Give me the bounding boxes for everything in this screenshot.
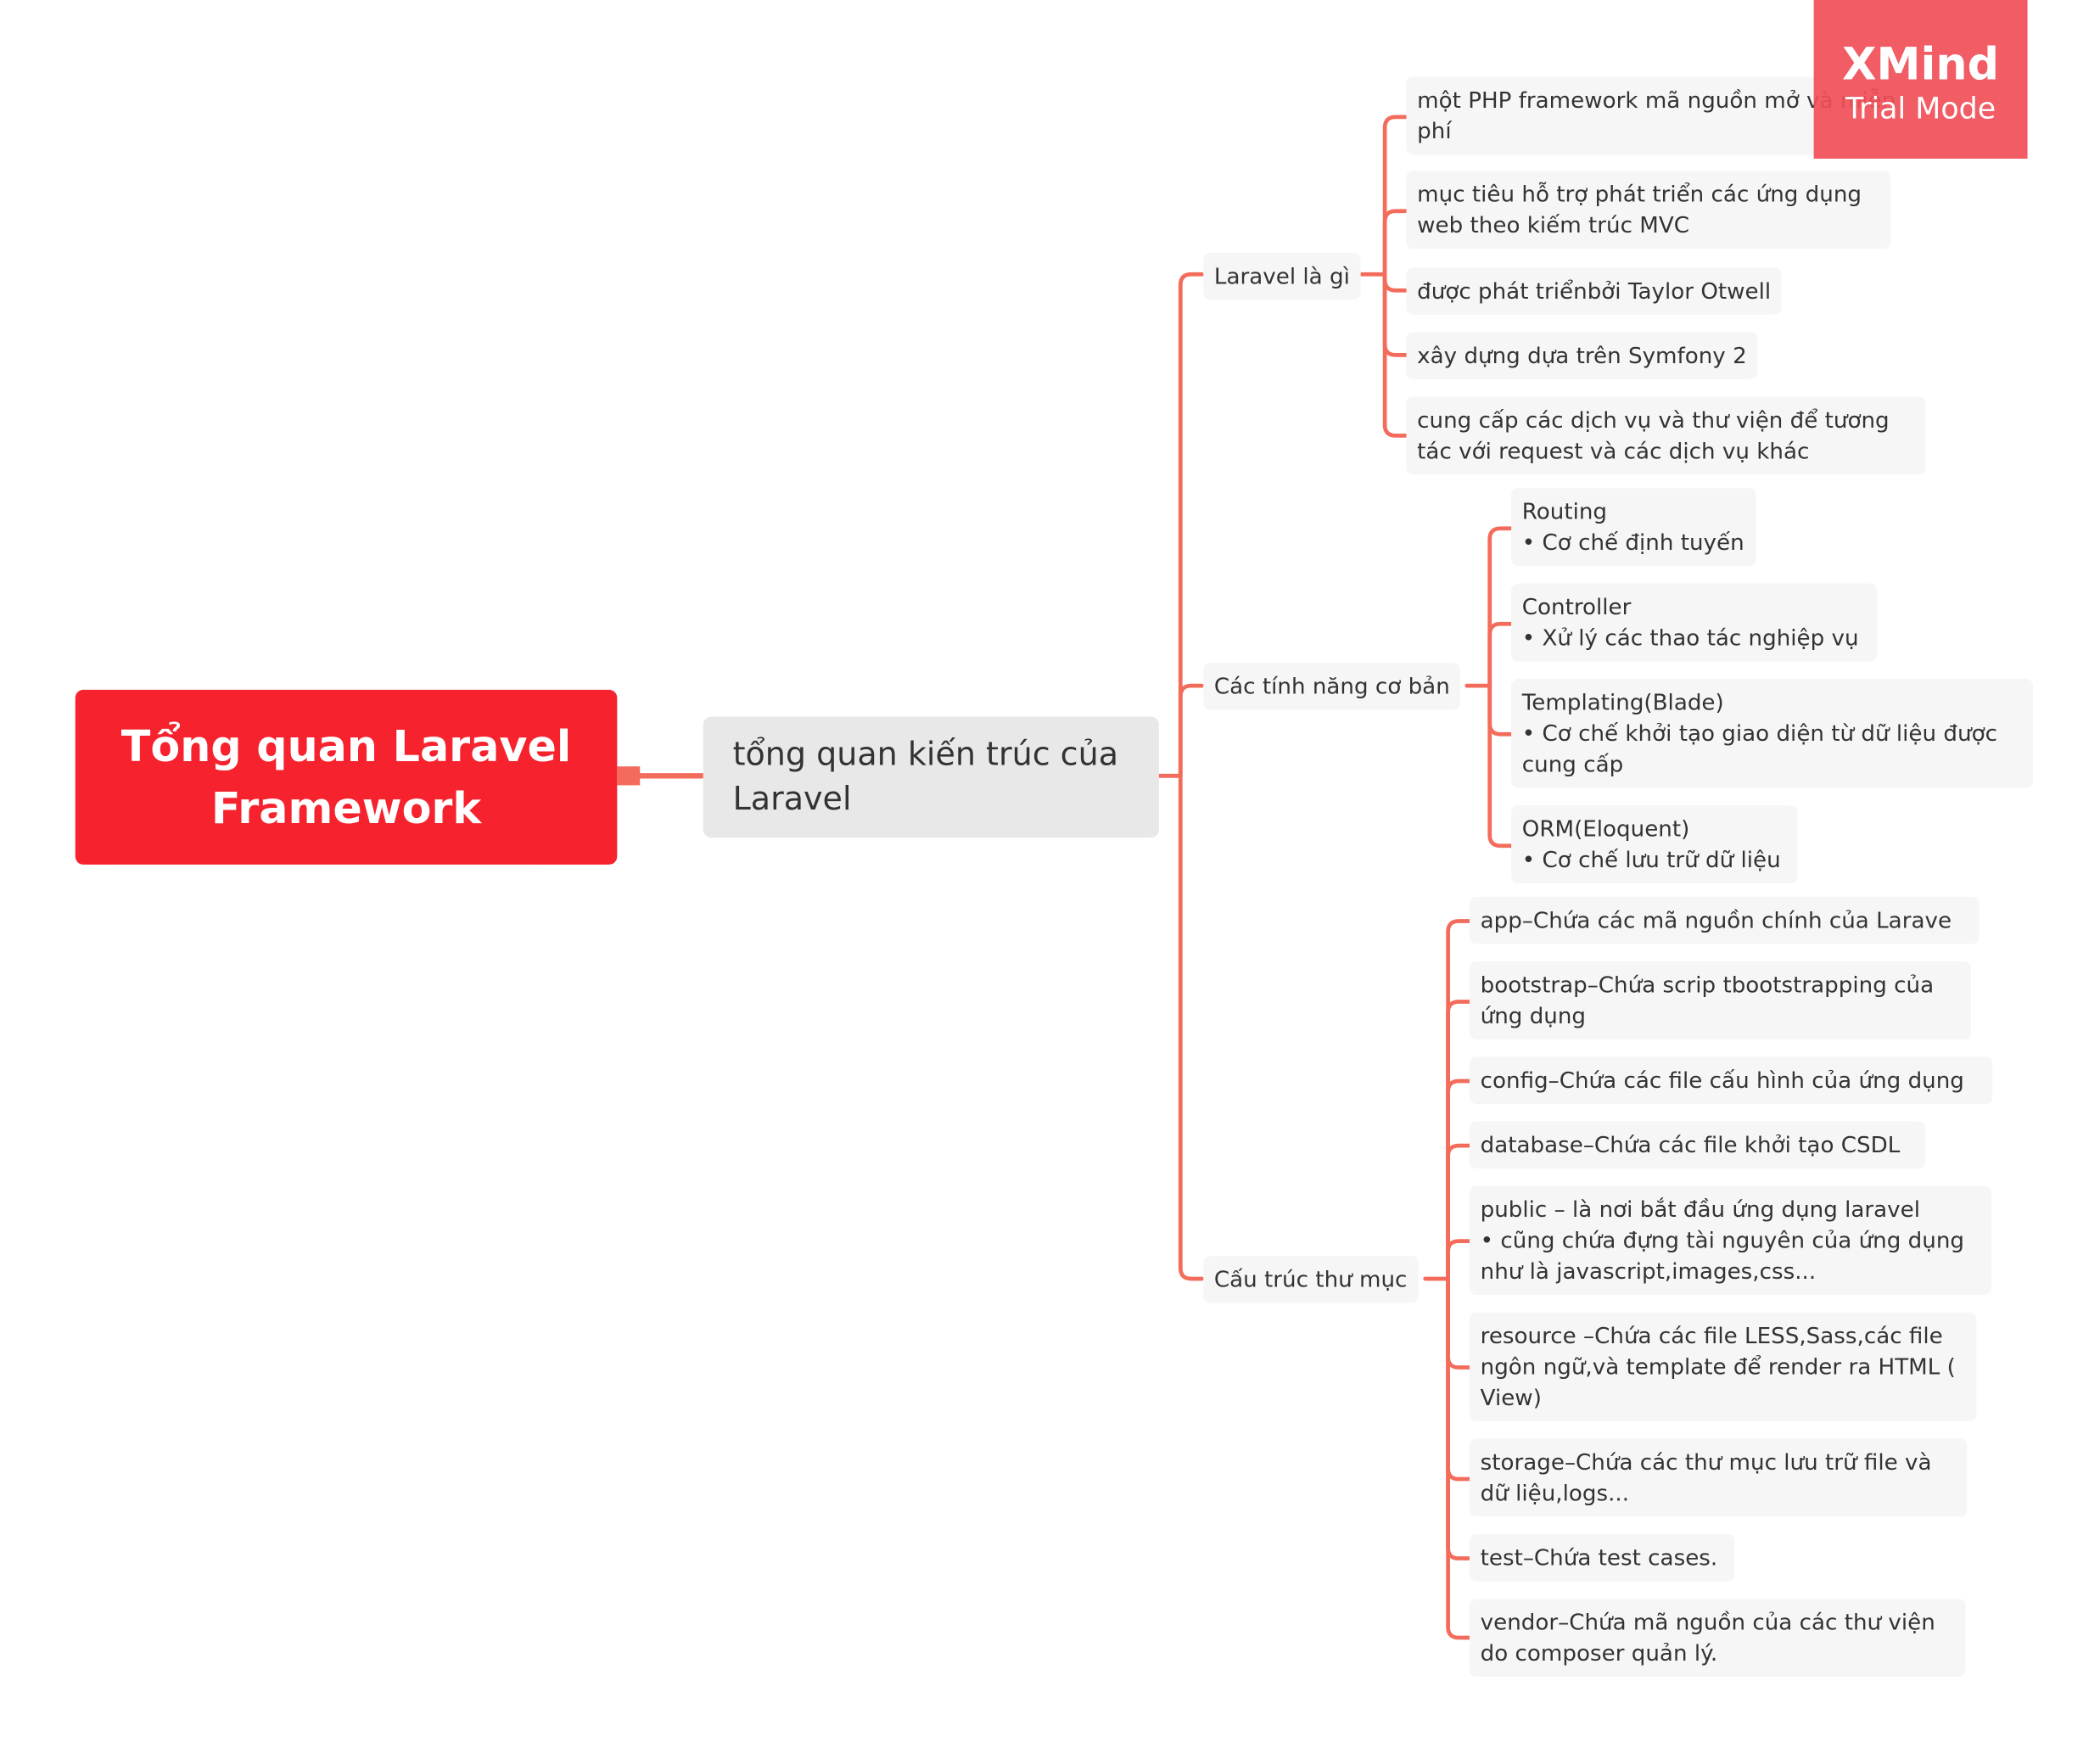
topic-templating[interactable]: Templating(Blade) • Cơ chế khởi tạo giao…	[1511, 679, 2033, 788]
cau-truc-link-4	[1446, 1239, 1472, 1281]
tinh-nang-link-0	[1487, 526, 1514, 688]
cau-truc-link-2	[1446, 1078, 1472, 1281]
root-anchor	[617, 766, 641, 786]
cau-truc-link-3	[1446, 1143, 1472, 1281]
branch-cau-truc-thu-muc[interactable]: Cấu trúc thư mục	[1203, 1256, 1419, 1303]
topic-symfony[interactable]: xây dựng dựa trên Symfony 2	[1406, 332, 1758, 379]
laravel-la-gi-link-2	[1382, 272, 1408, 293]
laravel-la-gi-link-0	[1382, 115, 1408, 277]
topic-dir-test[interactable]: test–Chứa test cases.	[1469, 1534, 1735, 1582]
branches-link-0	[1178, 272, 1205, 778]
topic-dir-config[interactable]: config–Chứa các file cấu hình của ứng dụ…	[1469, 1056, 1993, 1104]
tinh-nang-link-2	[1487, 683, 1514, 737]
topic-mvc-goal[interactable]: mục tiêu hỗ trợ phát triển các ứng dụng …	[1406, 171, 1890, 249]
topic-dir-database[interactable]: database–Chứa các file khởi tạo CSDL	[1469, 1121, 1926, 1169]
watermark-title: XMind	[1842, 37, 2000, 91]
topic-dir-resource[interactable]: resource –Chứa các file LESS,Sass,các fi…	[1469, 1312, 1977, 1421]
laravel-la-gi-link-1	[1382, 209, 1408, 277]
topic-dir-storage[interactable]: storage–Chứa các thư mục lưu trữ file và…	[1469, 1438, 1968, 1517]
topic-dir-public[interactable]: public – là nơi bắt đầu ứng dụng laravel…	[1469, 1185, 1991, 1295]
branch-laravel-la-gi[interactable]: Laravel là gì	[1203, 252, 1361, 300]
branches-link-2	[1178, 773, 1205, 1281]
main-topic[interactable]: tổng quan kiến trúc của Laravel	[703, 716, 1159, 838]
topic-services[interactable]: cung cấp các dịch vụ và thư viện để tươn…	[1406, 396, 1926, 475]
root-topic[interactable]: Tổng quan Laravel Framework	[75, 689, 618, 865]
tinh-nang-link-3	[1487, 683, 1514, 849]
branches-link-1	[1178, 683, 1205, 778]
cau-truc-link-1	[1446, 1000, 1472, 1281]
cau-truc-link-8	[1446, 1276, 1472, 1640]
cau-truc-link-7	[1446, 1276, 1472, 1560]
tinh-nang-link-1	[1487, 621, 1514, 688]
topic-dir-app[interactable]: app–Chứa các mã nguồn chính của Larave	[1469, 896, 1980, 944]
topic-routing[interactable]: Routing • Cơ chế định tuyến	[1511, 488, 1756, 567]
topic-controller[interactable]: Controller • Xử lý các thao tác nghiệp v…	[1511, 583, 1878, 662]
topic-taylor-otwell[interactable]: được phát triểnbởi Taylor Otwell	[1406, 267, 1782, 315]
branch-tinh-nang-co-ban[interactable]: Các tính năng cơ bản	[1203, 663, 1461, 710]
trial-mode-watermark: XMind Trial Mode	[1813, 0, 2028, 159]
cau-truc-link-6	[1446, 1276, 1472, 1482]
topic-dir-vendor[interactable]: vendor–Chứa mã nguồn của các thư viện do…	[1469, 1599, 1966, 1677]
cau-truc-link-5	[1446, 1276, 1472, 1370]
topic-dir-bootstrap[interactable]: bootstrap–Chứa scrip tbootstrapping của …	[1469, 961, 1972, 1039]
cau-truc-link-0	[1446, 919, 1472, 1281]
laravel-la-gi-link-4	[1382, 272, 1408, 438]
topic-orm[interactable]: ORM(Eloquent) • Cơ chế lưu trữ dữ liệu	[1511, 805, 1798, 884]
watermark-subtitle: Trial Mode	[1845, 92, 1996, 126]
